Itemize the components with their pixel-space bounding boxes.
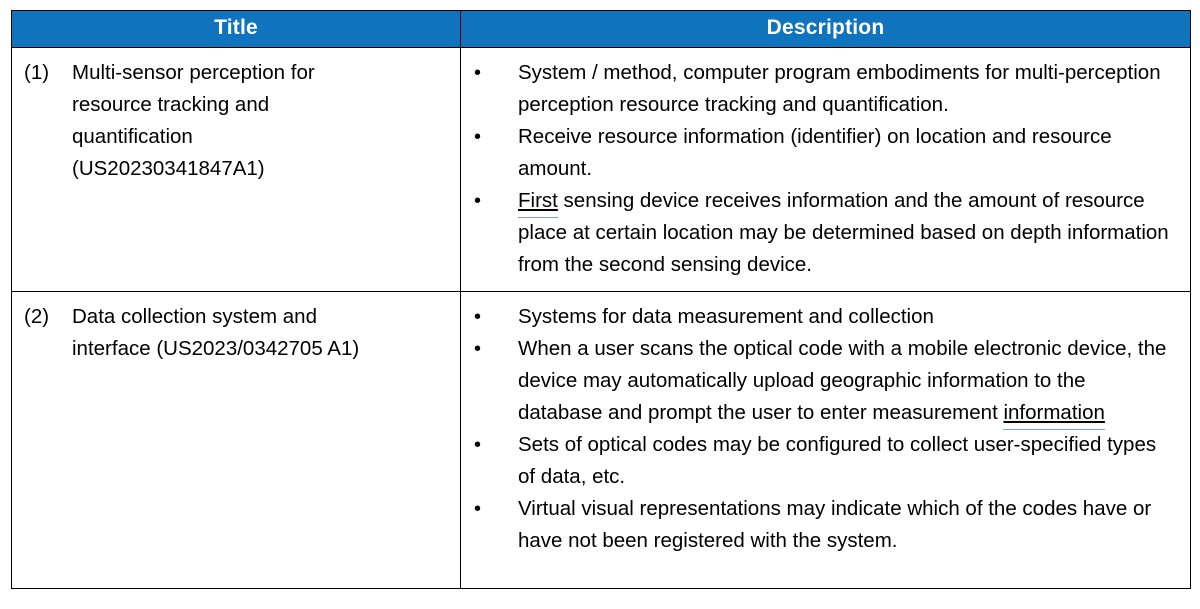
- header-row: Title Description: [11, 10, 1191, 48]
- title-cell: (1) Multi-sensor perception for resource …: [11, 47, 461, 292]
- description-bullet-item: • Systems for data measurement and collec…: [461, 301, 1170, 333]
- item-title-line: interface (US2023/0342705 A1): [72, 337, 360, 360]
- bullet-dot-icon: •: [474, 126, 482, 148]
- bullet-text: When a user scans the optical code with …: [518, 337, 1167, 424]
- table-row: (2) Data collection system and interface …: [11, 291, 1191, 589]
- description-bullet-item: • Virtual visual representations may indi…: [461, 493, 1170, 557]
- underlined-text: information: [1003, 397, 1106, 430]
- description-bullet-list: • System / method, computer program embod…: [461, 48, 1190, 291]
- description-bullet-item: • When a user scans the optical code with…: [461, 333, 1170, 430]
- description-cell: • Systems for data measurement and collec…: [460, 291, 1191, 589]
- table-body: (1) Multi-sensor perception for resource …: [11, 47, 1191, 589]
- bullet-dot-icon: •: [474, 338, 482, 360]
- bullet-text: Receive resource information (identifier…: [518, 125, 1112, 180]
- bullet-text: Virtual visual representations may indic…: [518, 497, 1152, 552]
- description-bullet-item: • First sensing device receives informati…: [461, 185, 1170, 281]
- table-header: Title Description: [11, 10, 1191, 48]
- description-bullet-item: • Sets of optical codes may be configured…: [461, 429, 1170, 493]
- bullet-text: Systems for data measurement and collect…: [518, 305, 934, 328]
- title-cell: (2) Data collection system and interface …: [11, 291, 461, 589]
- item-number: (1): [24, 61, 50, 84]
- column-header-title: Title: [11, 10, 461, 48]
- bullet-text: System / method, computer program embodi…: [518, 61, 1161, 116]
- bullet-text: sensing device receives information and …: [518, 189, 1169, 276]
- bullet-text: Sets of optical codes may be configured …: [518, 433, 1157, 488]
- bullet-dot-icon: •: [474, 306, 482, 328]
- item-title-line: resource tracking and: [72, 93, 270, 116]
- bullet-dot-icon: •: [474, 62, 482, 84]
- item-title-line: Data collection system and: [72, 305, 317, 328]
- item-title: Data collection system and interface (US2…: [72, 301, 454, 365]
- description-cell: • System / method, computer program embod…: [460, 47, 1191, 292]
- item-title-line: Multi-sensor perception for: [72, 61, 315, 84]
- item-title-line: quantification: [72, 125, 193, 148]
- item-number: (2): [24, 305, 50, 328]
- table-row: (1) Multi-sensor perception for resource …: [11, 47, 1191, 292]
- description-bullet-list: • Systems for data measurement and collec…: [461, 292, 1190, 567]
- description-bullet-item: • Receive resource information (identifie…: [461, 121, 1170, 185]
- bullet-dot-icon: •: [474, 498, 482, 520]
- column-header-description: Description: [460, 10, 1191, 48]
- bullet-dot-icon: •: [474, 434, 482, 456]
- description-bullet-item: • System / method, computer program embod…: [461, 57, 1170, 121]
- bullet-dot-icon: •: [474, 190, 482, 212]
- item-title: Multi-sensor perception for resource trac…: [72, 57, 454, 185]
- item-title-line: (US20230341847A1): [72, 157, 265, 180]
- patent-summary-table: Title Description (1) Multi-sensor perce…: [11, 10, 1191, 589]
- underlined-text: First: [518, 185, 558, 218]
